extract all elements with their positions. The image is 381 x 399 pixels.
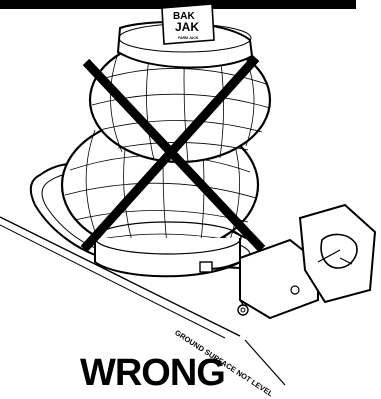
brand-line2: JAK [175,20,199,34]
wrong-label: WRONG [80,354,225,392]
brand-logo: BAK JAK FARM JACK [162,4,214,44]
brand-tagline: FARM JACK [178,36,199,40]
side-bracket [240,205,375,318]
